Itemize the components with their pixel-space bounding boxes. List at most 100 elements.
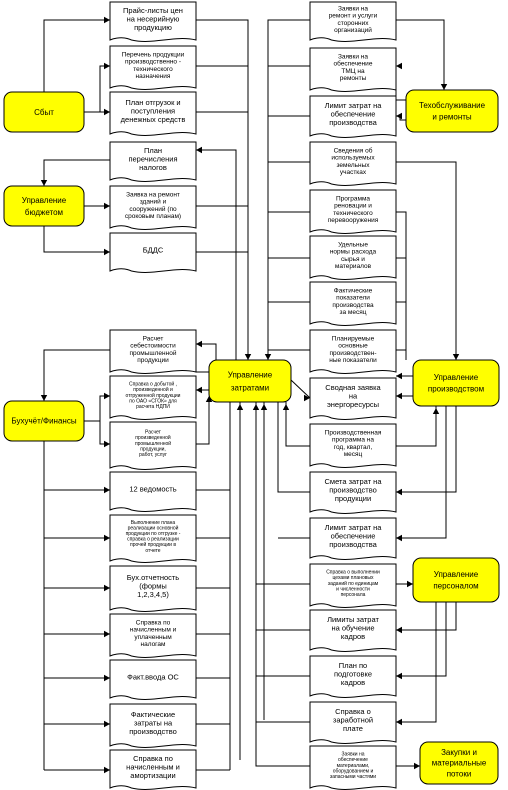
arrow-head (396, 62, 402, 70)
document-text: начисленным и (130, 627, 177, 634)
unit-label: персоналом (433, 582, 478, 591)
document-shape (109, 232, 197, 273)
document-text: Заявки на (338, 53, 368, 60)
unit-box (3, 185, 85, 227)
document-text: технического (333, 210, 373, 217)
document-shape (309, 1, 397, 42)
document-shape (309, 471, 397, 514)
document-shape (309, 189, 397, 234)
arrow-head (440, 84, 448, 90)
document-shape (109, 329, 197, 374)
document-text: амортизации (130, 771, 175, 780)
document-text: продукции (335, 494, 371, 503)
document-l8: Справка о добытой ,произведенной иотгруж… (109, 375, 197, 420)
arrow-head (244, 354, 252, 360)
units-layer: СбытУправлениебюджетомБухучёт/ФинансыУпр… (3, 89, 500, 785)
arrow-head (104, 202, 110, 210)
arrow-head (104, 534, 110, 542)
document-text: материалами, (337, 763, 370, 769)
document-text: перечисления (128, 155, 177, 164)
document-text: План по (339, 661, 367, 670)
arrow-head (104, 392, 110, 400)
connector-line (84, 395, 110, 422)
connector-line (43, 226, 110, 253)
document-text: обеспечение (331, 532, 376, 541)
document-text: уплаченным (134, 634, 172, 641)
document-text: подготовке (334, 670, 372, 679)
document-text: денежных средств (121, 115, 186, 124)
document-text: 12 ведомость (129, 485, 176, 494)
unit-label: бюджетом (25, 208, 63, 217)
document-text: ремонт и услуги (329, 13, 378, 20)
document-text: производства (329, 118, 377, 127)
document-shape (309, 517, 397, 560)
document-text: себестоимости (130, 342, 176, 350)
arrow-head (414, 762, 420, 770)
document-text: отчете (145, 548, 160, 554)
document-text: работ, услуг (139, 452, 167, 458)
document-text: цехами плановых (332, 575, 374, 581)
document-text: Справка о выполнении (326, 570, 380, 576)
connector-line (396, 161, 457, 360)
document-text: ТМЦ на (341, 68, 365, 75)
arrow-head (236, 404, 244, 410)
document-text: Бух.отчетность (127, 573, 180, 582)
document-shape (309, 329, 397, 374)
document-text: промышленной (135, 440, 171, 447)
connector-line (290, 379, 311, 399)
document-text: (формы (139, 582, 167, 591)
document-text: год, квартал, (334, 444, 373, 451)
document-text: показатели (336, 295, 370, 302)
document-text: на (349, 392, 358, 401)
arrow-head (396, 112, 402, 120)
document-text: Лимиты затрат (327, 615, 379, 624)
connector-line (395, 66, 406, 101)
document-text: сторонних (337, 20, 369, 27)
document-text: земельных (336, 162, 370, 169)
document-shape (109, 185, 197, 230)
connector-line (396, 406, 447, 539)
document-shape (109, 659, 197, 700)
document-text: Заявки на (338, 5, 368, 12)
document-text: БДДС (143, 246, 164, 255)
connector-line (396, 349, 407, 360)
document-text: произведенной (135, 434, 171, 441)
document-text: оборудованием и (333, 768, 374, 774)
document-text: основные (338, 343, 368, 350)
document-r17: Заявки наобеспечениематериалами,оборудов… (309, 745, 397, 790)
connector-line (277, 402, 310, 493)
document-shape (309, 377, 397, 420)
connector-line (196, 402, 210, 445)
connector-line (396, 257, 407, 360)
connector-line (396, 406, 457, 493)
connector-line (196, 19, 249, 360)
document-text: Прайс-листы цен (123, 6, 183, 15)
document-shape (109, 141, 197, 182)
document-shape (109, 375, 197, 420)
document-text: Фактические (334, 287, 373, 294)
document-shape (309, 281, 397, 326)
document-text: технического (133, 66, 173, 73)
arrow-head (104, 486, 110, 494)
arrow-head (104, 584, 110, 592)
connector-line (255, 402, 310, 767)
document-text: используемых (331, 155, 375, 162)
document-text: продукции, (140, 446, 166, 452)
document-shape (309, 563, 397, 608)
document-l9: Расчетпроизведеннойпромышленнойпродукции… (109, 421, 197, 470)
document-text: производства (329, 540, 377, 549)
arrow-head (396, 626, 402, 634)
unit-label: Сбыт (34, 108, 54, 117)
document-text: сырья и (341, 256, 365, 263)
unit-sales: Сбыт (3, 91, 85, 133)
